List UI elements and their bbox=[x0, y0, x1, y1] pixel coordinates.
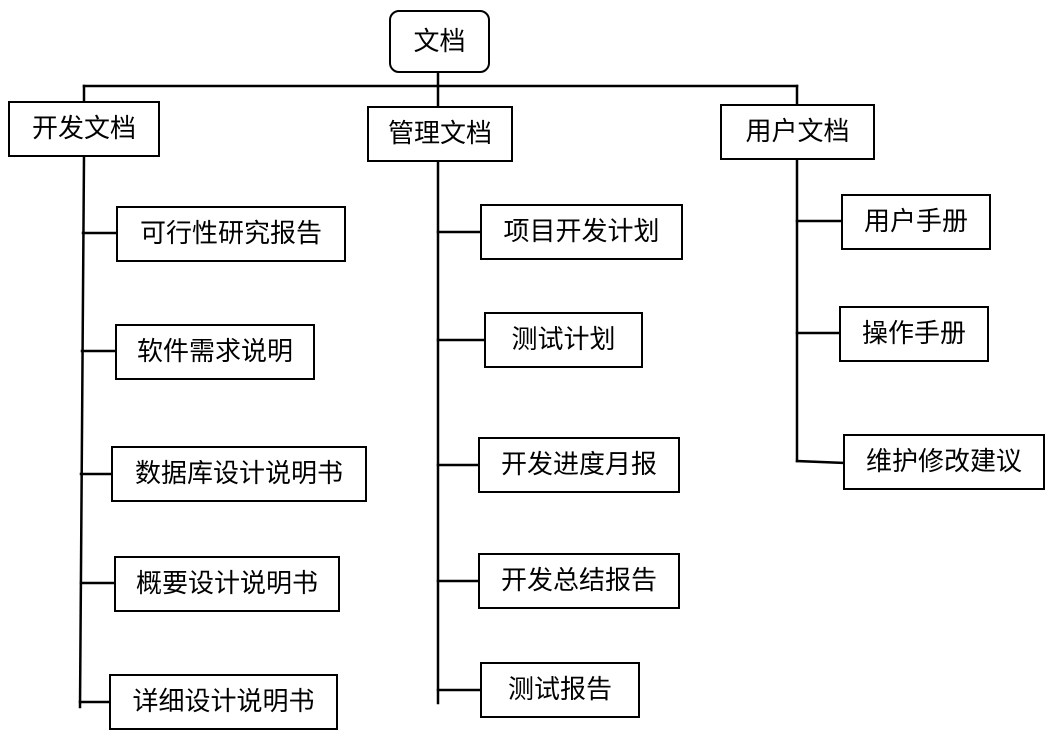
category-label: 开发文档 bbox=[31, 114, 136, 144]
doc-label: 可行性研究报告 bbox=[139, 219, 322, 249]
doc-node: 开发总结报告 bbox=[478, 553, 680, 609]
dev-docs-trunk bbox=[78, 154, 86, 709]
doc-label: 测试计划 bbox=[511, 325, 616, 355]
user-branch-3 bbox=[795, 459, 846, 465]
doc-label: 软件需求说明 bbox=[136, 337, 293, 367]
doc-label: 详细设计说明书 bbox=[132, 687, 315, 717]
doc-label: 数据库设计说明书 bbox=[134, 459, 343, 489]
doc-node: 可行性研究报告 bbox=[116, 206, 346, 262]
doc-node: 数据库设计说明书 bbox=[111, 446, 367, 502]
doc-node: 用户手册 bbox=[841, 194, 991, 250]
doc-label: 概要设计说明书 bbox=[135, 569, 318, 599]
doc-label: 开发总结报告 bbox=[500, 566, 657, 596]
doc-label: 用户手册 bbox=[863, 207, 968, 237]
category-mgmt-docs: 管理文档 bbox=[367, 106, 513, 162]
doc-node: 概要设计说明书 bbox=[114, 556, 340, 612]
doc-node: 测试报告 bbox=[480, 662, 640, 718]
root-node: 文档 bbox=[389, 10, 490, 73]
doc-label: 维护修改建议 bbox=[865, 447, 1022, 477]
doc-node: 维护修改建议 bbox=[843, 434, 1045, 490]
category-user-docs: 用户文档 bbox=[720, 104, 875, 160]
doc-label: 操作手册 bbox=[861, 319, 966, 349]
category-dev-docs: 开发文档 bbox=[8, 101, 160, 157]
root-label: 文档 bbox=[413, 26, 466, 57]
doc-node: 操作手册 bbox=[839, 306, 989, 362]
doc-node: 测试计划 bbox=[484, 312, 643, 368]
doc-node: 软件需求说明 bbox=[115, 324, 315, 380]
doc-label: 开发进度月报 bbox=[500, 450, 657, 480]
category-label: 用户文档 bbox=[745, 117, 850, 147]
doc-node: 详细设计说明书 bbox=[109, 674, 338, 730]
doc-node: 项目开发计划 bbox=[480, 204, 683, 260]
category-label: 管理文档 bbox=[387, 119, 492, 149]
doc-node: 开发进度月报 bbox=[478, 437, 680, 493]
doc-label: 测试报告 bbox=[507, 675, 612, 705]
doc-label: 项目开发计划 bbox=[503, 217, 660, 247]
